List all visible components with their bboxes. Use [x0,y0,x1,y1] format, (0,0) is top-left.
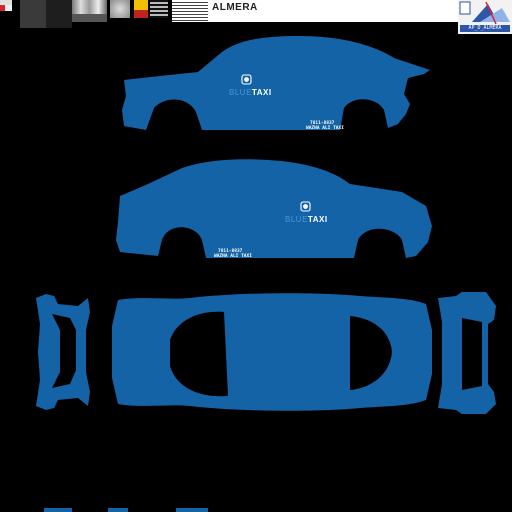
swatch-gradient [72,0,107,14]
brand-text-side-right: BLUETAXI [229,88,272,97]
developer-logo-icon [459,1,510,25]
plate-subtext-side-left: WAZNA ALI TAXI [214,253,252,259]
car-side-view-right: BLUETAXI 7811-8837 WAZNA ALI TAXI [122,36,430,131]
car-front-panel [36,294,90,410]
swatch-dark-red [134,10,148,18]
texture-swatch-strip [0,0,512,28]
car-side-view-left: BLUETAXI 7811-8837 WAZNA ALI TAXI [116,159,432,259]
swatch-grille [172,0,208,22]
developer-logo-label: AP_D_ALMERA [460,25,510,32]
swatch-yellow [134,0,148,10]
car-rear-panel [438,292,496,414]
brand-text-side-left: BLUETAXI [285,215,328,224]
car-body-side-left [116,159,432,258]
swatch-dark-gray [20,0,46,28]
plate-subtext-side-right: WAZNA ALI TAXI [306,125,344,131]
car-body-side-right [122,36,430,130]
car-top-view [112,293,432,411]
taxi-badge-icon [241,74,252,85]
developer-logo: AP_D_ALMERA [458,0,512,34]
swatch-red [0,5,5,11]
swatch-round [110,0,130,18]
bottom-partial-panels [44,508,208,512]
taxi-badge-icon [300,201,311,212]
swatch-stripes [150,0,168,18]
swatch-mid-gray [72,14,107,22]
swatch-white [5,5,12,11]
plate-number-side-left: 7811-8837 [218,248,243,254]
model-name-label: ALMERA [212,2,258,13]
header-bar: ALMERA [208,0,458,22]
swatch-light [0,0,12,5]
plate-number-side-right: 7811-8837 [310,120,335,126]
swatch-black [46,0,72,28]
